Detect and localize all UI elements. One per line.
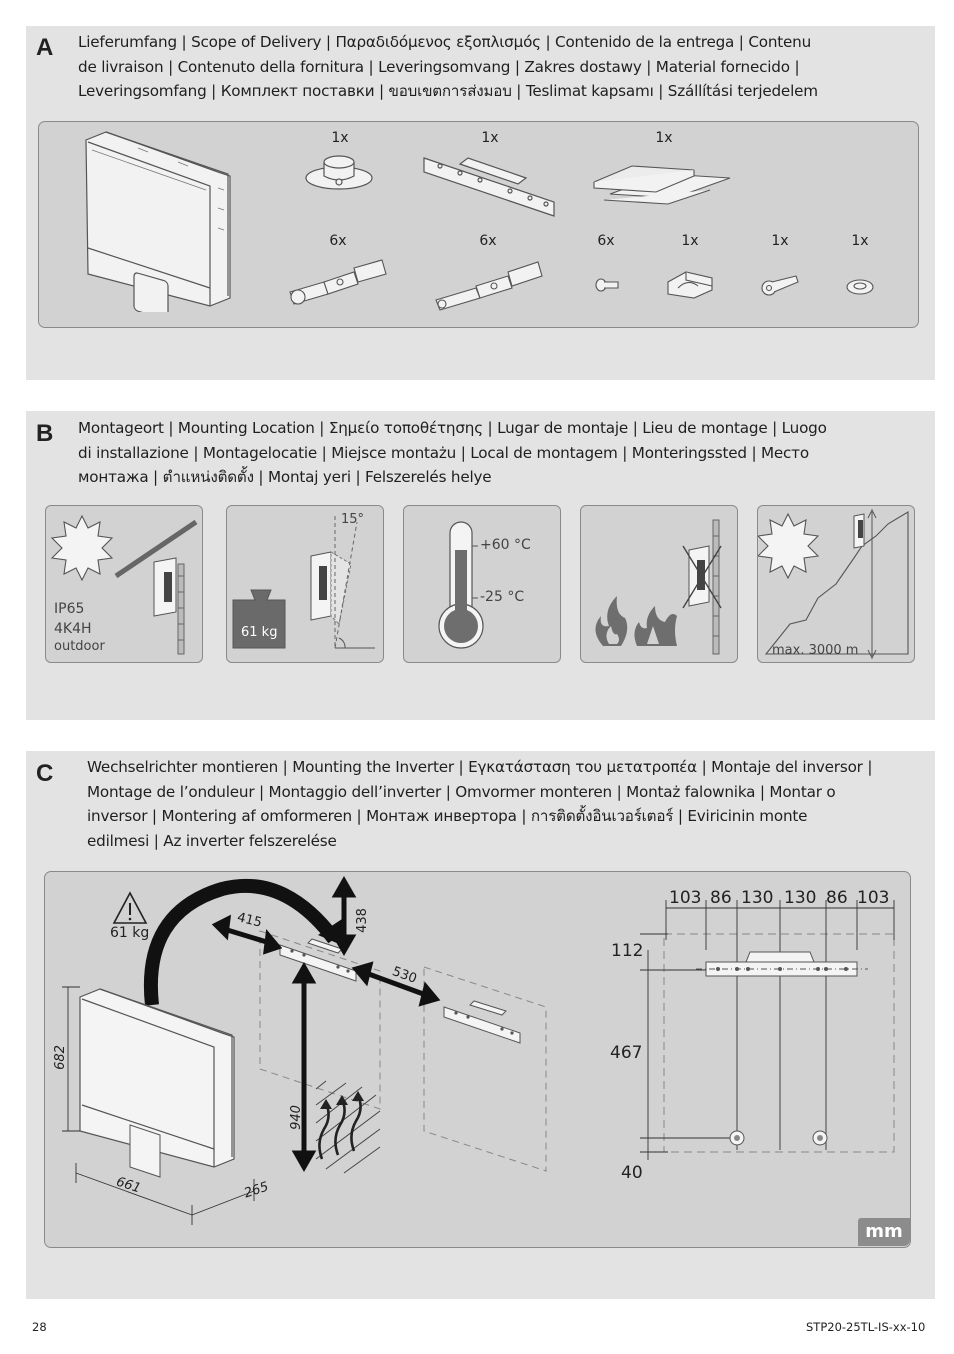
documentation-icon (593, 165, 731, 205)
temp-min-label: -25 °C (480, 589, 525, 605)
qty-cable-gland: 1x (331, 130, 349, 146)
tilt-weight-icon (232, 516, 375, 649)
mounting-clearance-diagram (62, 875, 547, 1225)
qty-screw: 6x (597, 233, 615, 249)
temp-max-label: +60 °C (480, 537, 531, 553)
section-a-heading-line-3: Leveringsomfang | Комплект поставки | ขอ… (78, 82, 818, 100)
dc-connector-plus-icon (289, 259, 387, 305)
section-b-heading-line-1: Montageort | Mounting Location | Σημείο … (78, 419, 827, 437)
altitude-icon (758, 508, 909, 660)
dc-connector-minus-icon (435, 261, 543, 311)
qty-dc-connector-minus: 6x (479, 233, 497, 249)
drill-top-4: 130 (784, 888, 817, 908)
qty-dc-connector-plus: 6x (329, 233, 347, 249)
section-letter-c: C (36, 760, 54, 787)
section-c-heading-line-1: Wechselrichter montieren | Mounting the … (87, 758, 873, 776)
section-c-heading-line-3: inversor | Montering af omformeren | Мон… (87, 807, 808, 825)
thermometer-icon (438, 521, 484, 649)
washer-icon (846, 279, 874, 295)
section-letter-b: B (36, 420, 54, 447)
section-a-heading-line-2: de livraison | Contenuto della fornitura… (78, 57, 800, 76)
qty-washer: 1x (851, 233, 869, 249)
qty-cylinder-screw: 1x (771, 233, 789, 249)
dim-height: 682 (52, 1045, 68, 1070)
inverter-icon (85, 131, 231, 312)
weight-label: 61 kg (241, 625, 278, 640)
qty-wall-bracket: 1x (481, 130, 499, 146)
climate-class-label: 4K4H (54, 621, 92, 637)
altitude-label: max. 3000 m (772, 643, 859, 658)
section-b-heading-line-2: di installazione | Montagelocatie | Miej… (78, 443, 809, 462)
dim-clear-top: 438 (354, 908, 370, 933)
section-letter-a: A (36, 34, 54, 61)
section-c-heading-line-4: edilmesi | Az inverter felszerelése (87, 831, 337, 850)
page-number: 28 (32, 1320, 47, 1334)
clamping-bracket-icon (667, 271, 713, 299)
drill-vertical-2: 467 (610, 1043, 643, 1063)
section-a-heading-line-1: Lieferumfang | Scope of Delivery | Παραδ… (78, 33, 812, 51)
drill-top-6: 103 (857, 888, 890, 908)
drill-vertical-3: 40 (621, 1163, 643, 1183)
section-b-heading-line-3: монтажа | ตำแหน่งติดตั้ง | Montaj yeri |… (78, 468, 492, 486)
drill-top-3: 130 (741, 888, 774, 908)
fire-hazard-icon (595, 519, 722, 655)
drill-hole-template (640, 900, 895, 1160)
sun-roof-icon (50, 514, 198, 655)
drill-top-5: 86 (826, 888, 848, 908)
cable-gland-icon (305, 155, 373, 190)
section-c-heading-line-2: Montage de l’onduleur | Montaggio dell’i… (87, 782, 836, 801)
outdoor-label: outdoor (54, 639, 105, 654)
drill-top-1: 103 (669, 888, 702, 908)
qty-clamping-bracket: 1x (681, 233, 699, 249)
document-id: STP20-25TL-IS-xx-10 (806, 1320, 926, 1334)
wall-bracket-icon (423, 157, 555, 217)
qty-documentation: 1x (655, 130, 673, 146)
drill-vertical-1: 112 (611, 941, 644, 961)
weight-warning-label: 61 kg (110, 925, 150, 941)
drill-top-2: 86 (710, 888, 732, 908)
cylinder-screw-icon (761, 275, 799, 296)
ip-rating-label: IP65 (54, 601, 85, 617)
location-box-temperature (403, 505, 561, 663)
tilt-angle-label: 15° (341, 512, 365, 527)
screw-icon (595, 278, 619, 292)
unit-badge: mm (858, 1218, 910, 1246)
dim-clear-bottom: 940 (288, 1105, 304, 1130)
